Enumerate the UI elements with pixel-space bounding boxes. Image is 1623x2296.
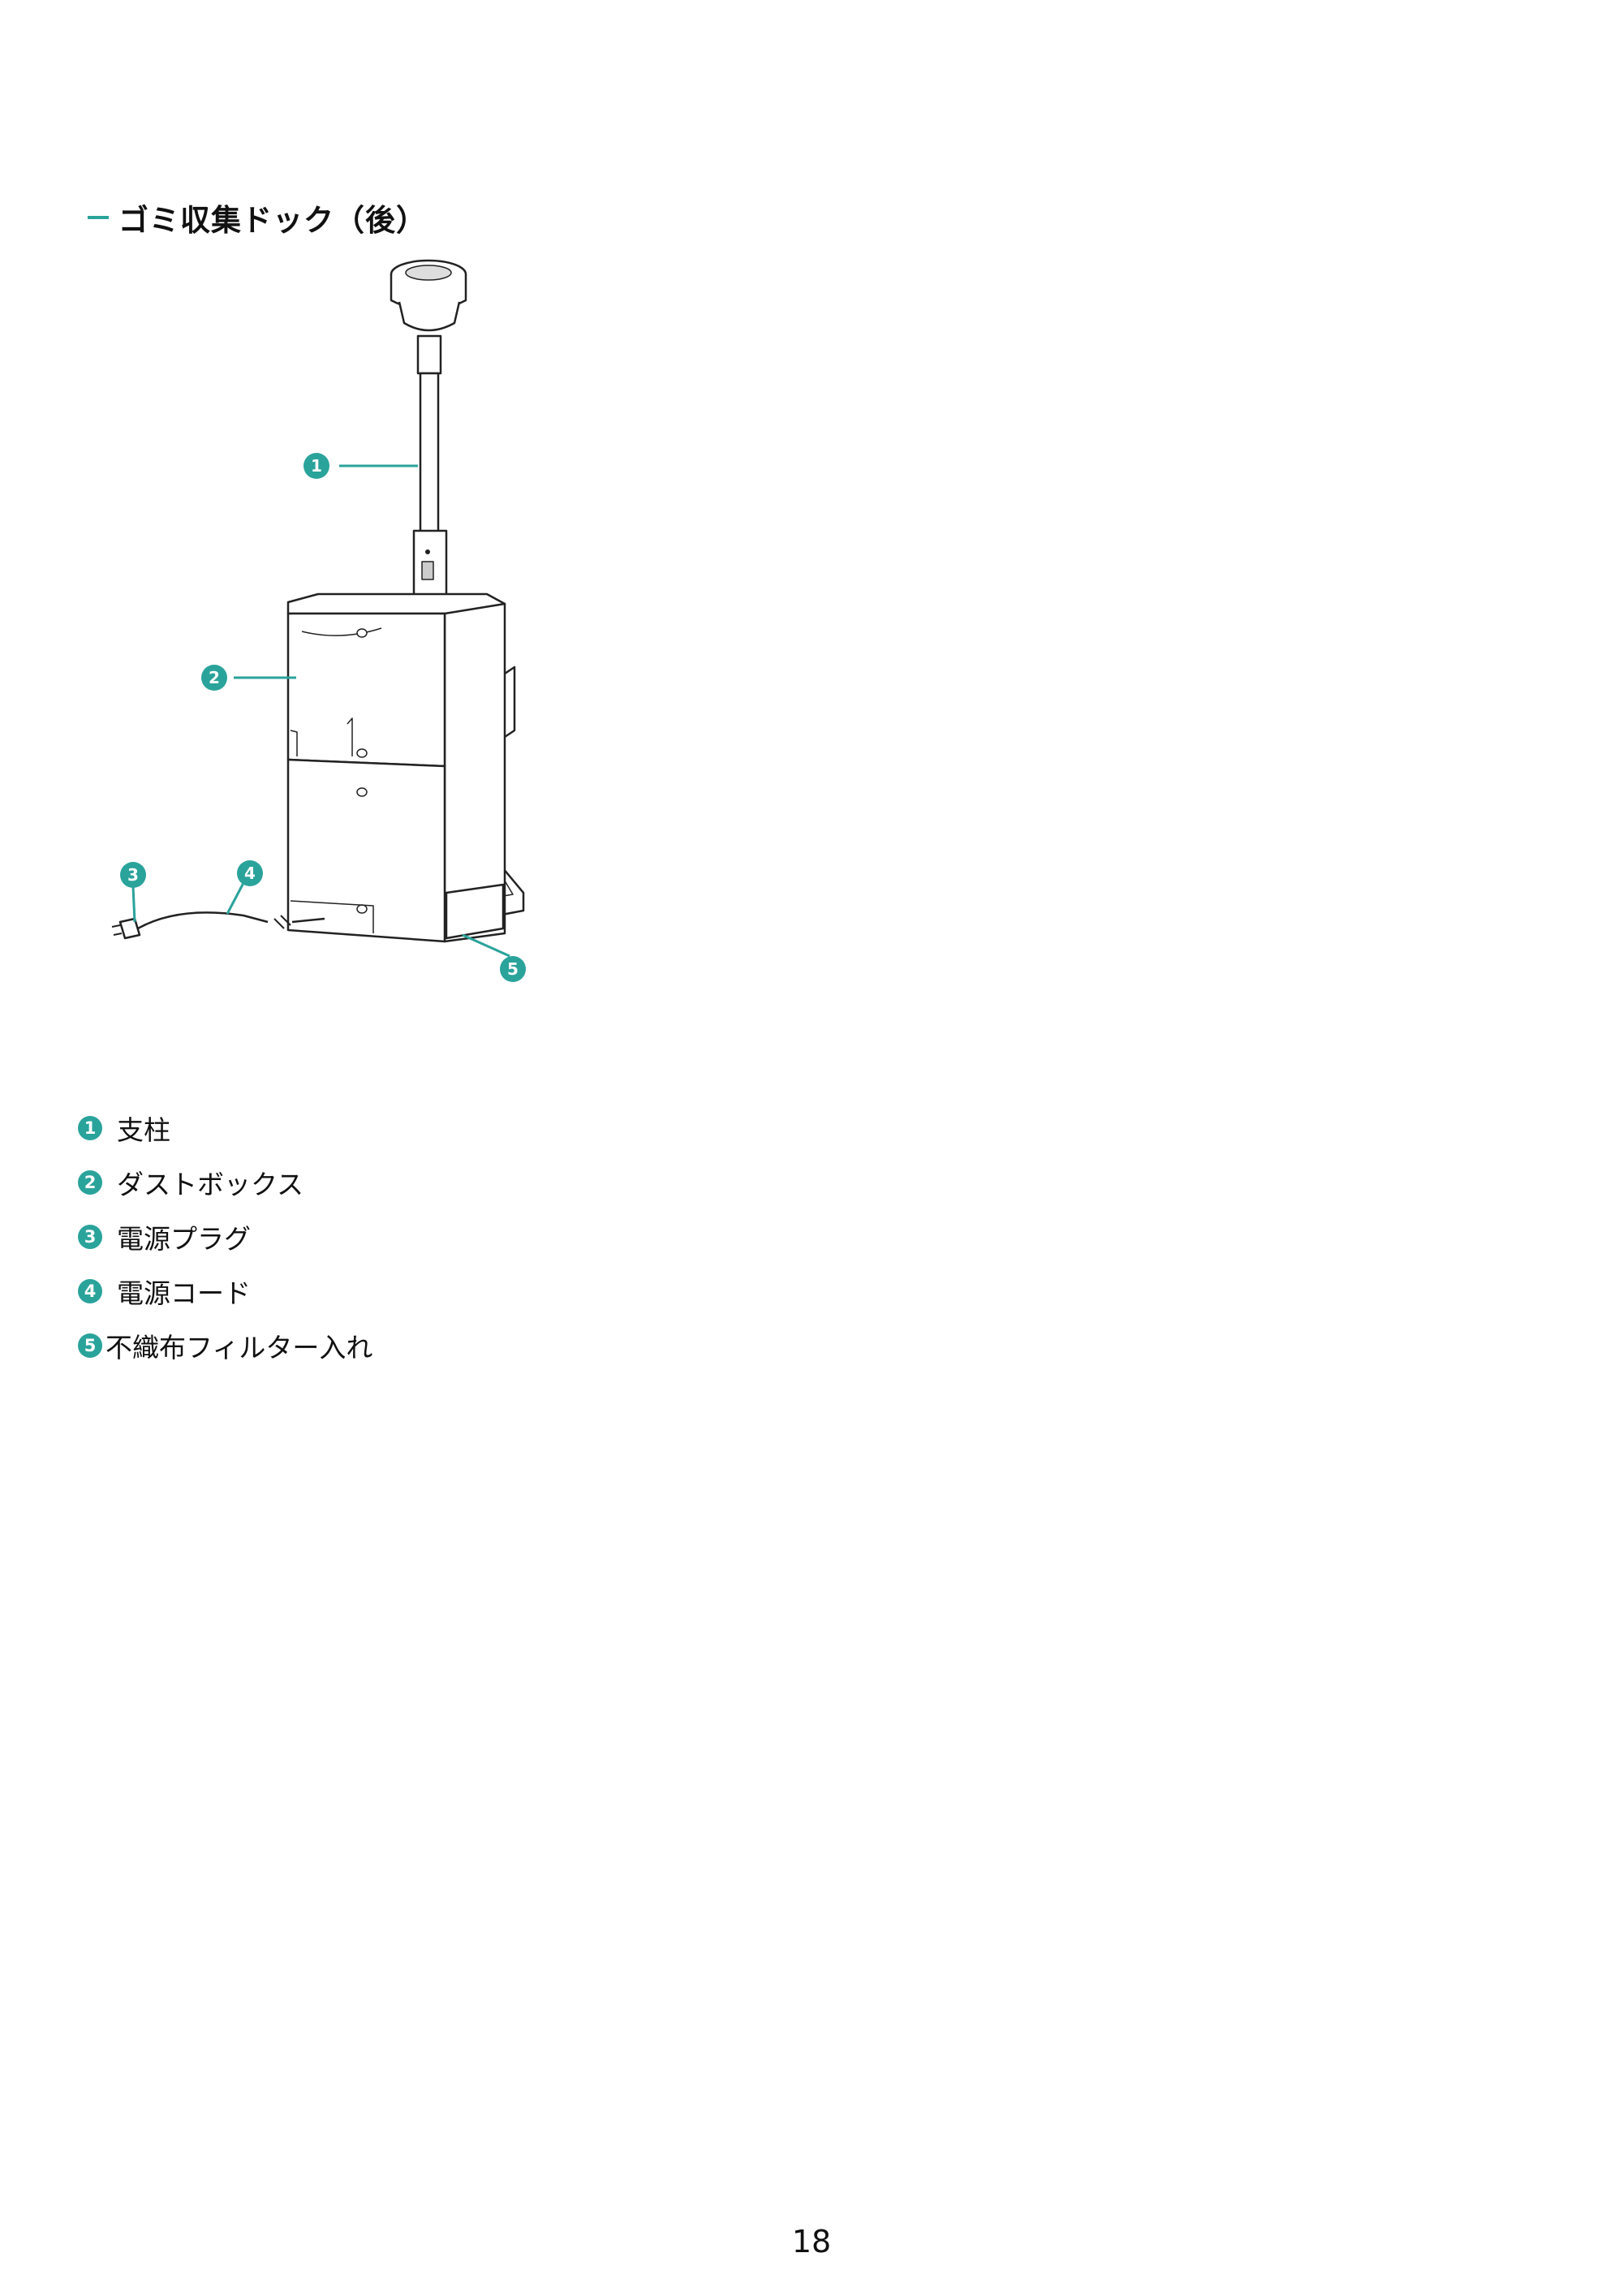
legend-number: 3 bbox=[78, 1225, 102, 1249]
callout-3: 3 bbox=[120, 862, 146, 888]
legend-item: 2 ダストボックス bbox=[78, 1165, 372, 1200]
legend-label: 支柱 bbox=[117, 1114, 170, 1146]
legend-item: 4 電源コード bbox=[78, 1273, 372, 1309]
svg-text:4: 4 bbox=[244, 864, 256, 883]
dust-dock-illustration: 1 2 3 4 5 bbox=[111, 259, 526, 982]
legend-number: 1 bbox=[78, 1116, 102, 1140]
dust-box bbox=[286, 612, 446, 768]
legend-label: 電源プラグ bbox=[117, 1223, 251, 1255]
callout-1: 1 bbox=[304, 453, 329, 479]
svg-text:1: 1 bbox=[311, 456, 322, 476]
filter-holder bbox=[445, 883, 505, 940]
svg-text:3: 3 bbox=[127, 865, 139, 885]
legend-item: 5 不織布フィルター入れ bbox=[78, 1328, 372, 1363]
callout-2: 2 bbox=[201, 665, 227, 691]
legend-label: 電源コード bbox=[117, 1277, 251, 1309]
power-cord bbox=[137, 911, 269, 930]
callout-4: 4 bbox=[237, 860, 263, 886]
section-title: ゴミ収集ドック（後） bbox=[118, 203, 427, 238]
lower-body bbox=[286, 758, 446, 943]
legend-label: ダストボックス bbox=[117, 1169, 304, 1200]
plug bbox=[118, 917, 141, 940]
legend-label: 不織布フィルター入れ bbox=[105, 1332, 373, 1363]
svg-text:5: 5 bbox=[507, 959, 519, 979]
legend-number: 5 bbox=[78, 1333, 102, 1358]
page-number: 18 bbox=[791, 2224, 832, 2259]
pole bbox=[416, 334, 442, 375]
callout-5: 5 bbox=[500, 956, 526, 982]
legend-number: 4 bbox=[78, 1279, 102, 1303]
section-heading: ゴミ収集ドック（後） bbox=[88, 193, 427, 242]
heading-dash bbox=[88, 216, 109, 219]
parts-legend: 1 支柱 2 ダストボックス 3 電源プラグ 4 電源コード 5 不織布フィルタ… bbox=[78, 1110, 372, 1382]
legend-item: 1 支柱 bbox=[78, 1110, 372, 1146]
svg-text:2: 2 bbox=[209, 668, 220, 687]
legend-number: 2 bbox=[78, 1170, 102, 1195]
legend-item: 3 電源プラグ bbox=[78, 1219, 372, 1255]
